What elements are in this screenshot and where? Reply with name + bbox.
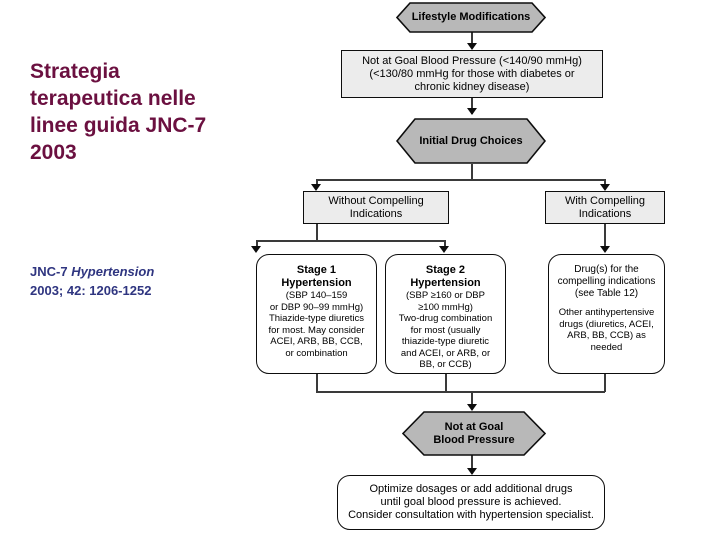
- with-compelling-line1: With Compelling: [564, 194, 646, 207]
- stage1-heading-line1: Stage 1: [296, 264, 337, 276]
- stage1-line1: (SBP 140–159: [285, 290, 348, 301]
- connector-merge-down: [471, 391, 473, 408]
- citation: JNC-7 Hypertension 2003; 42: 1206-1252: [30, 262, 240, 300]
- stage1-line2: or DBP 90–99 mmHg): [269, 301, 364, 313]
- arrowhead-stage2: [439, 246, 449, 253]
- compelling-drugs-line1: Drug(s) for the: [574, 264, 639, 275]
- without-compelling-line1: Without Compelling: [328, 194, 424, 207]
- connector-split-bar-top: [316, 179, 606, 181]
- node-label: Lifestyle Modifications: [411, 11, 531, 23]
- connector-drugs-merge: [604, 374, 606, 392]
- optimize-line1: Optimize dosages or add additional drugs: [369, 483, 573, 495]
- stage1-line5: ACEI, ARB, BB, CCB,: [270, 336, 363, 347]
- arrowhead-stage1: [251, 246, 261, 253]
- connector-stage1-merge: [316, 374, 318, 392]
- node-stage-1-hypertension[interactable]: Stage 1 Hypertension (SBP 140–159 or DBP…: [256, 254, 377, 374]
- compelling-drugs-line5: drugs (diuretics, ACEI,: [559, 318, 654, 330]
- stage2-heading-line1: Stage 2: [425, 264, 466, 276]
- not-at-goal-line1: Not at Goal Blood Pressure (<140/90 mmHg…: [362, 54, 582, 67]
- arrowhead-with-compelling: [600, 184, 610, 191]
- connector-notatgoal-to-initial: [471, 98, 473, 114]
- node-initial-drug-choices[interactable]: Initial Drug Choices: [396, 118, 546, 164]
- arrowhead-without-compelling: [311, 184, 321, 191]
- stage2-line2: ≥100 mmHg): [418, 301, 473, 313]
- connector-stage-bar: [256, 240, 446, 242]
- not-at-goal-bottom-line1: Not at Goal: [444, 420, 504, 433]
- citation-journal-prefix: JNC-7: [30, 264, 72, 279]
- stage1-line4: for most. May consider: [268, 324, 365, 336]
- citation-journal-name: Hypertension: [71, 264, 155, 279]
- stage2-line1: (SBP ≥160 or DBP: [406, 290, 485, 301]
- node-label: Initial Drug Choices: [419, 134, 523, 147]
- stage1-line6: or combination: [285, 347, 348, 359]
- hexagon-shape: [396, 2, 546, 33]
- stage2-line7: BB, or CCB): [419, 359, 472, 370]
- citation-volume-pages: 2003; 42: 1206-1252: [30, 283, 152, 298]
- hexagon-shape: [396, 118, 546, 164]
- compelling-drugs-line2: compelling indications: [557, 276, 656, 287]
- optimize-line2: until goal blood pressure is achieved.: [380, 496, 562, 508]
- stage2-line3: Two-drug combination: [398, 313, 493, 324]
- node-stage-2-hypertension[interactable]: Stage 2 Hypertension (SBP ≥160 or DBP ≥1…: [385, 254, 506, 374]
- connector-with-to-drugs: [604, 224, 606, 249]
- connector-lifestyle-to-notatgoal: [471, 32, 473, 48]
- connector-stage1-drop: [256, 240, 258, 249]
- connector-without-down: [316, 224, 318, 241]
- compelling-drugs-line4: Other antihypertensive: [558, 307, 655, 318]
- stage2-line4: for most (usually: [410, 324, 481, 336]
- with-compelling-line2: Indications: [578, 207, 632, 220]
- stage2-heading-line2: Hypertension: [410, 277, 481, 289]
- connector-merge-bar: [316, 391, 605, 393]
- page-title: Strategia terapeutica nelle linee guida …: [30, 60, 207, 164]
- stage2-line5: thiazide-type diuretic: [401, 336, 490, 347]
- stage1-line3: Thiazide-type diuretics: [268, 313, 365, 324]
- not-at-goal-line3: chronic kidney disease): [414, 80, 530, 93]
- stage2-line6: and ACEI, or ARB, or: [400, 347, 491, 359]
- node-not-at-goal-bottom[interactable]: Not at Goal Blood Pressure: [402, 411, 546, 456]
- node-without-compelling-indications[interactable]: Without Compelling Indications: [303, 191, 449, 224]
- connector-stage2-drop: [444, 240, 446, 249]
- stage1-heading-line2: Hypertension: [281, 277, 352, 289]
- arrowhead-notatgoal-bottom: [467, 404, 477, 411]
- node-not-at-goal-top[interactable]: Not at Goal Blood Pressure (<140/90 mmHg…: [341, 50, 603, 98]
- node-lifestyle-modifications[interactable]: Lifestyle Modifications: [396, 2, 546, 33]
- connector-split-right: [604, 179, 606, 188]
- not-at-goal-bottom-line2: Blood Pressure: [433, 433, 515, 446]
- not-at-goal-line2: (<130/80 mmHg for those with diabetes or: [369, 67, 575, 80]
- compelling-drugs-line6: ARB, BB, CCB) as: [567, 330, 646, 341]
- connector-notatgoal-to-optimize: [471, 455, 473, 471]
- arrowhead-notatgoal-top: [467, 43, 477, 50]
- arrowhead-initial-drug: [467, 108, 477, 115]
- compelling-drugs-line7: needed: [590, 341, 623, 353]
- node-compelling-indication-drugs[interactable]: Drug(s) for the compelling indications (…: [548, 254, 665, 374]
- arrowhead-compelling-drugs: [600, 246, 610, 253]
- node-label: Not at Goal Blood Pressure: [402, 411, 546, 456]
- connector-split-left: [316, 179, 318, 188]
- arrowhead-optimize: [467, 468, 477, 475]
- hexagon-shape: [402, 411, 546, 456]
- node-with-compelling-indications[interactable]: With Compelling Indications: [545, 191, 665, 224]
- node-optimize-dosages[interactable]: Optimize dosages or add additional drugs…: [337, 475, 605, 530]
- compelling-drugs-line3: (see Table 12): [574, 288, 639, 299]
- optimize-line3: Consider consultation with hypertension …: [348, 509, 594, 521]
- connector-initial-down: [471, 164, 473, 180]
- compelling-drugs-spacer: [549, 300, 664, 307]
- without-compelling-line2: Indications: [349, 207, 403, 220]
- connector-stage2-merge: [445, 374, 447, 392]
